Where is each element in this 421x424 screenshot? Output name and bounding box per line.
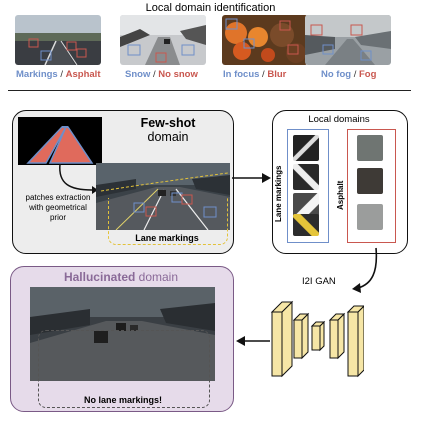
asphalt-patch [357,135,383,161]
arrow-down-curve-icon [352,247,378,293]
caption-left: Snow [125,69,151,80]
hallucinated-title: Hallucinated domain [10,270,232,284]
road-photo-hallucinated [30,287,215,381]
gan-network-icon [270,300,364,378]
patches-note: patches extraction with geometrical prio… [18,193,98,223]
caption-right: Fog [359,69,377,80]
thumbnail-focus-blur [222,15,308,65]
caption-right: Blur [267,69,287,80]
patches-note-line: prior [49,213,66,222]
lane-markings-label: Lane markings [274,165,283,222]
asphalt-label: Asphalt [336,180,345,210]
caption-snow: Snow / No snow [125,69,198,80]
lane-region-frame [108,198,228,245]
arrow-left-icon [236,336,270,346]
thumbnail-fog [305,15,391,65]
fewshot-road-label: Lane markings [135,233,199,243]
hallucinated-title-rest: domain [135,270,179,284]
road-photo-fewshot [96,163,230,230]
caption-right: No snow [158,69,198,80]
caption-sep: / [150,69,159,80]
caption-sep: / [259,69,268,80]
hallucinated-road-label: No lane markings! [83,395,163,405]
thumbnail-markings-asphalt [15,15,101,65]
fewshot-title-bold: Few-shot [140,116,196,130]
caption-fog: No fog / Fog [321,69,376,80]
gan-label: I2I GAN [302,276,336,287]
lane-markings-group [287,129,329,243]
caption-left: Markings [16,69,58,80]
patches-note-line: with geometrical [29,203,87,212]
patches-note-line: patches extraction [25,193,91,202]
caption-left: In focus [223,69,260,80]
lane-mask-image [18,117,102,165]
asphalt-patch [357,204,383,230]
caption-right: Asphalt [65,69,101,80]
lane-patch [293,164,319,190]
no-lane-region-frame [38,330,210,408]
extraction-arrow-icon [59,163,98,194]
hallucinated-title-bold: Hallucinated [63,270,136,284]
lane-patch [293,214,319,236]
local-domains-title: Local domains [308,114,370,125]
fewshot-title: Few-shot domain [108,116,228,144]
asphalt-group [347,129,396,243]
caption-focus-blur: In focus / Blur [223,69,286,80]
caption-left: No fog [321,69,352,80]
section-divider [8,90,411,91]
thumbnail-snow [120,15,206,65]
fewshot-title-rest: domain [147,130,189,144]
local-domain-title: Local domain identification [145,2,276,14]
caption-markings-asphalt: Markings / Asphalt [16,69,100,80]
caption-sep: / [351,69,359,80]
asphalt-patch [357,168,383,194]
caption-sep: / [57,69,66,80]
arrow-right-icon [232,173,271,183]
lane-patch [293,135,319,161]
